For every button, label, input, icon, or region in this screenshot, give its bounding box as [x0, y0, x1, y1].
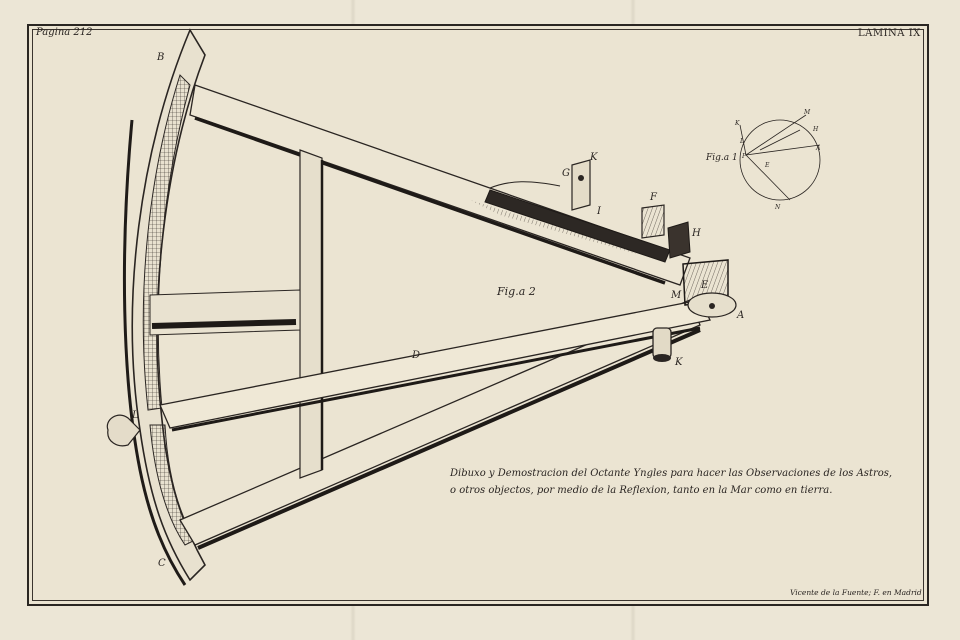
letter-label: N [774, 204, 781, 211]
letter-label: K [734, 120, 740, 127]
index-arm [159, 299, 711, 432]
letter-label: A [736, 310, 744, 321]
small-figure-labels: Fig.a 1 M H A K L N P E [705, 109, 821, 211]
letter-label: F [649, 192, 658, 203]
figure-label: Fig.a 2 [496, 285, 536, 298]
letter-label: L [131, 410, 139, 421]
letter-label: G [562, 168, 570, 179]
letter-label: L [739, 138, 744, 145]
letter-label: B [156, 52, 164, 63]
figure-label: Fig.a 1 [705, 153, 738, 163]
letter-label: C [158, 558, 166, 569]
letter-label: M [803, 109, 811, 116]
letter-label: P [741, 153, 747, 160]
mirrors [571, 159, 737, 362]
plate-title: LAMINA IX [858, 28, 921, 39]
caption-line-1: Dibuxo y Demostracion del Octante Yngles… [450, 468, 893, 479]
small-diagram [739, 114, 821, 201]
letter-label: E [764, 162, 770, 169]
letter-label: K [674, 357, 683, 368]
letter-label: D [411, 350, 420, 361]
letter-label: I [596, 206, 602, 217]
letter-label: K [589, 152, 598, 163]
letter-label: H [812, 126, 819, 133]
figure-letter-labels: B L C D I K G F H E M A K Fig.a 2 [131, 52, 744, 569]
octant-frame [149, 84, 701, 550]
letter-label: E [700, 280, 709, 291]
letter-label: A [815, 145, 821, 152]
engraver-credit: Vicente de la Fuente; F. en Madrid [790, 588, 922, 597]
caption-line-2: o otros objectos, por medio de la Reflex… [450, 485, 833, 496]
sight-bar [470, 181, 671, 263]
letter-label: M [670, 290, 682, 301]
letter-label: H [691, 228, 701, 239]
page-number: Pagina 212 [36, 27, 93, 38]
